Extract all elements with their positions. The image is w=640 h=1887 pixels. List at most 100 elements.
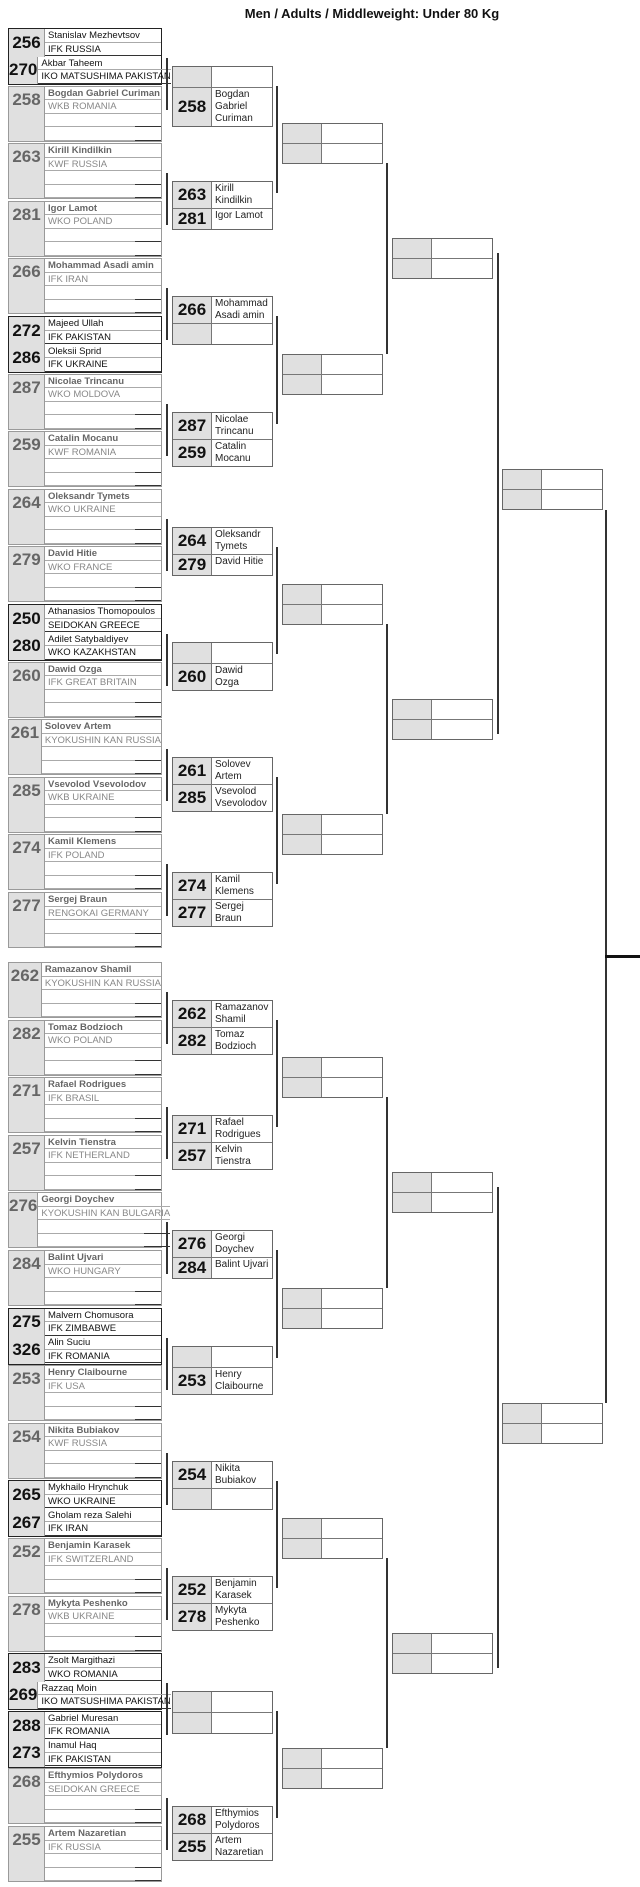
round3-match[interactable]	[282, 1287, 383, 1329]
match-competitor[interactable]	[503, 1403, 602, 1424]
match-competitor[interactable]	[283, 1288, 382, 1309]
round3-match[interactable]	[282, 123, 383, 165]
match-competitor[interactable]	[173, 1713, 272, 1734]
round3-match[interactable]	[282, 1057, 383, 1099]
match-competitor[interactable]	[283, 835, 382, 855]
match-competitor[interactable]	[283, 144, 382, 164]
quarterfinal-match[interactable]	[392, 1172, 493, 1214]
match-competitor[interactable]	[393, 239, 492, 260]
match-competitor[interactable]	[173, 1692, 272, 1714]
match-competitor[interactable]	[173, 324, 272, 345]
match-competitor[interactable]	[173, 643, 272, 664]
match-competitor[interactable]	[503, 1423, 602, 1443]
semifinal-match[interactable]	[502, 1402, 603, 1444]
quarterfinal-match[interactable]	[392, 238, 493, 280]
match-competitor[interactable]	[283, 815, 382, 836]
match-competitor[interactable]	[503, 469, 602, 490]
round3-match[interactable]	[282, 584, 383, 625]
round3-match[interactable]	[282, 1748, 383, 1790]
match-competitor[interactable]	[283, 124, 382, 145]
match-competitor[interactable]	[173, 1488, 272, 1509]
match-competitor[interactable]	[393, 1654, 492, 1674]
match-competitor[interactable]	[393, 720, 492, 740]
round3-match[interactable]	[282, 353, 383, 395]
match-competitor[interactable]	[283, 1769, 382, 1789]
match-competitor[interactable]	[283, 354, 382, 375]
round3-match[interactable]	[282, 814, 383, 856]
match-competitor[interactable]	[393, 1193, 492, 1213]
match-competitor[interactable]	[283, 1058, 382, 1079]
match-competitor[interactable]	[283, 585, 382, 605]
